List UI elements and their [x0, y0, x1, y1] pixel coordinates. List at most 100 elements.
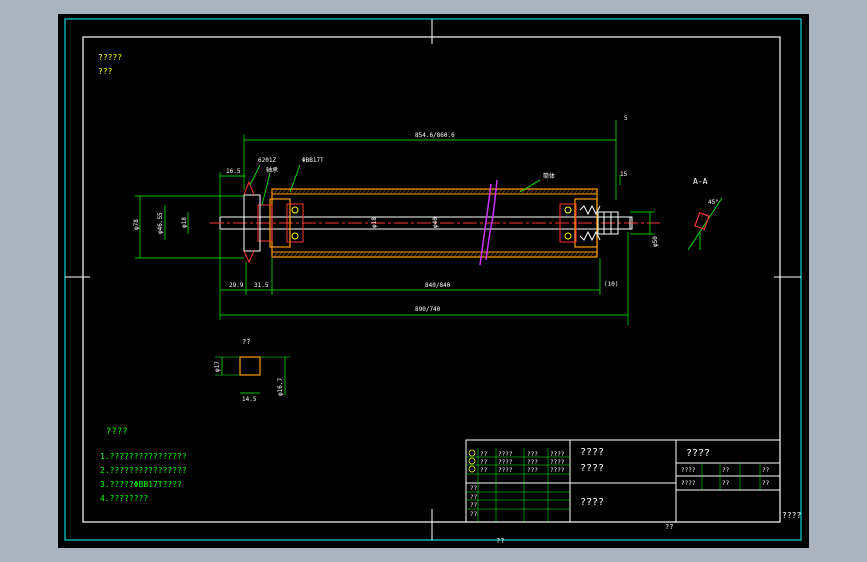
hatch-line	[541, 188, 547, 195]
left-seal	[257, 204, 273, 242]
hatch-line	[325, 188, 331, 195]
hatch-line	[581, 188, 587, 195]
tb-row3-a: ??	[480, 467, 488, 474]
hatch-line	[309, 251, 315, 258]
hatch-line	[509, 251, 515, 258]
hatch-line	[497, 251, 503, 258]
left-end-cap	[269, 198, 291, 248]
hatch-line	[425, 188, 431, 195]
hatch-line	[413, 251, 419, 258]
hatch-line	[517, 251, 523, 258]
tb-row2-d: ????	[550, 459, 565, 466]
hatch-line	[489, 251, 495, 258]
section-angle: 45°	[708, 199, 719, 206]
title-block	[465, 439, 781, 523]
hatch-line	[289, 251, 295, 258]
hatch-line	[321, 188, 327, 195]
hatch-line	[445, 251, 451, 258]
hatch-line	[401, 251, 407, 258]
hatch-line	[405, 188, 411, 195]
hatch-line	[421, 251, 427, 258]
tb-row1-d: ????	[550, 451, 565, 458]
break-line-1	[485, 179, 498, 261]
hatch-line	[389, 188, 395, 195]
right-bearing-ball-bottom	[564, 232, 572, 240]
hatch-line	[281, 251, 287, 258]
hatch-line	[593, 251, 599, 258]
title-block-grid	[466, 448, 761, 522]
hatch-line	[365, 188, 371, 195]
hatch-line	[345, 188, 351, 195]
hatch-line	[537, 188, 543, 195]
notes-header-line1: ?????	[98, 53, 122, 62]
hatch-line	[513, 251, 519, 258]
detail-title: ??	[242, 338, 250, 346]
hatch-line	[449, 188, 455, 195]
hatch-line	[469, 188, 475, 195]
hatch-line	[557, 188, 563, 195]
hatch-line	[441, 251, 447, 258]
right-end-cap	[574, 198, 598, 248]
tb-row2-a: ??	[480, 459, 488, 466]
hatch-line	[549, 188, 555, 195]
hatch-line	[577, 251, 583, 258]
dimension-lines	[135, 120, 655, 325]
hatch-line	[453, 188, 459, 195]
title-block-symbols	[468, 449, 476, 473]
hatch-line	[305, 188, 311, 195]
hatch-line	[553, 251, 559, 258]
hatch-line	[357, 188, 363, 195]
notes-header-line2: ???	[98, 67, 113, 76]
hatch-line	[529, 251, 535, 258]
leader-bearing	[249, 164, 261, 186]
hatch-line	[381, 251, 387, 258]
hatch-line	[521, 251, 527, 258]
tb-row3-c: ???	[527, 467, 538, 474]
hatch-line	[397, 251, 403, 258]
hatch-line	[465, 251, 471, 258]
hatch-line	[437, 188, 443, 195]
hatch-line	[513, 188, 519, 195]
break-line-2	[479, 183, 492, 266]
hatch-line	[569, 251, 575, 258]
hatch-line	[589, 251, 595, 258]
requirement-item-4: 4.????????	[100, 494, 148, 503]
detail-part: ?? φ17 14.5 φ16.7	[214, 338, 290, 403]
hatch-line	[449, 251, 455, 258]
hatch-line	[473, 251, 479, 258]
right-bearing-ball-top	[564, 206, 572, 214]
detail-dim-right: φ16.7	[277, 378, 284, 396]
section-hex	[694, 211, 710, 231]
tb-small-1: ??	[470, 485, 478, 492]
dim-label-bearing: 6201Z	[258, 157, 276, 164]
hatch-line	[501, 188, 507, 195]
leader-shaft	[261, 172, 271, 206]
hatch-line	[469, 251, 475, 258]
hatch-line	[461, 251, 467, 258]
dim-vertical-right: φ50	[652, 236, 659, 247]
detail-dim-bottom: 14.5	[242, 396, 257, 403]
hatch-line	[361, 251, 367, 258]
hatch-line	[505, 188, 511, 195]
leader-tube	[519, 179, 541, 193]
requirements-title: ????	[106, 427, 128, 437]
hatch-line	[285, 251, 291, 258]
dim-label-tube: 筒体	[543, 172, 555, 180]
dim-middle: 840/840	[425, 282, 451, 289]
tb-row3-d: ????	[550, 467, 565, 474]
dim-overall-bottom: 890/740	[415, 306, 441, 313]
dim-vertical-mid: φ18	[371, 217, 378, 228]
hatch-line	[549, 251, 555, 258]
right-bearing	[559, 203, 577, 243]
hatch-line	[381, 188, 387, 195]
hatch-line	[353, 188, 359, 195]
hatch-line	[385, 251, 391, 258]
hatch-line	[341, 188, 347, 195]
hatch-line	[509, 188, 515, 195]
section-diagonal	[687, 197, 723, 251]
hatch-line	[529, 188, 535, 195]
hatch-line	[461, 188, 467, 195]
left-bearing-ball-bottom	[291, 232, 299, 240]
shaft-end	[617, 216, 631, 230]
tb-row1-c: ???	[527, 451, 538, 458]
